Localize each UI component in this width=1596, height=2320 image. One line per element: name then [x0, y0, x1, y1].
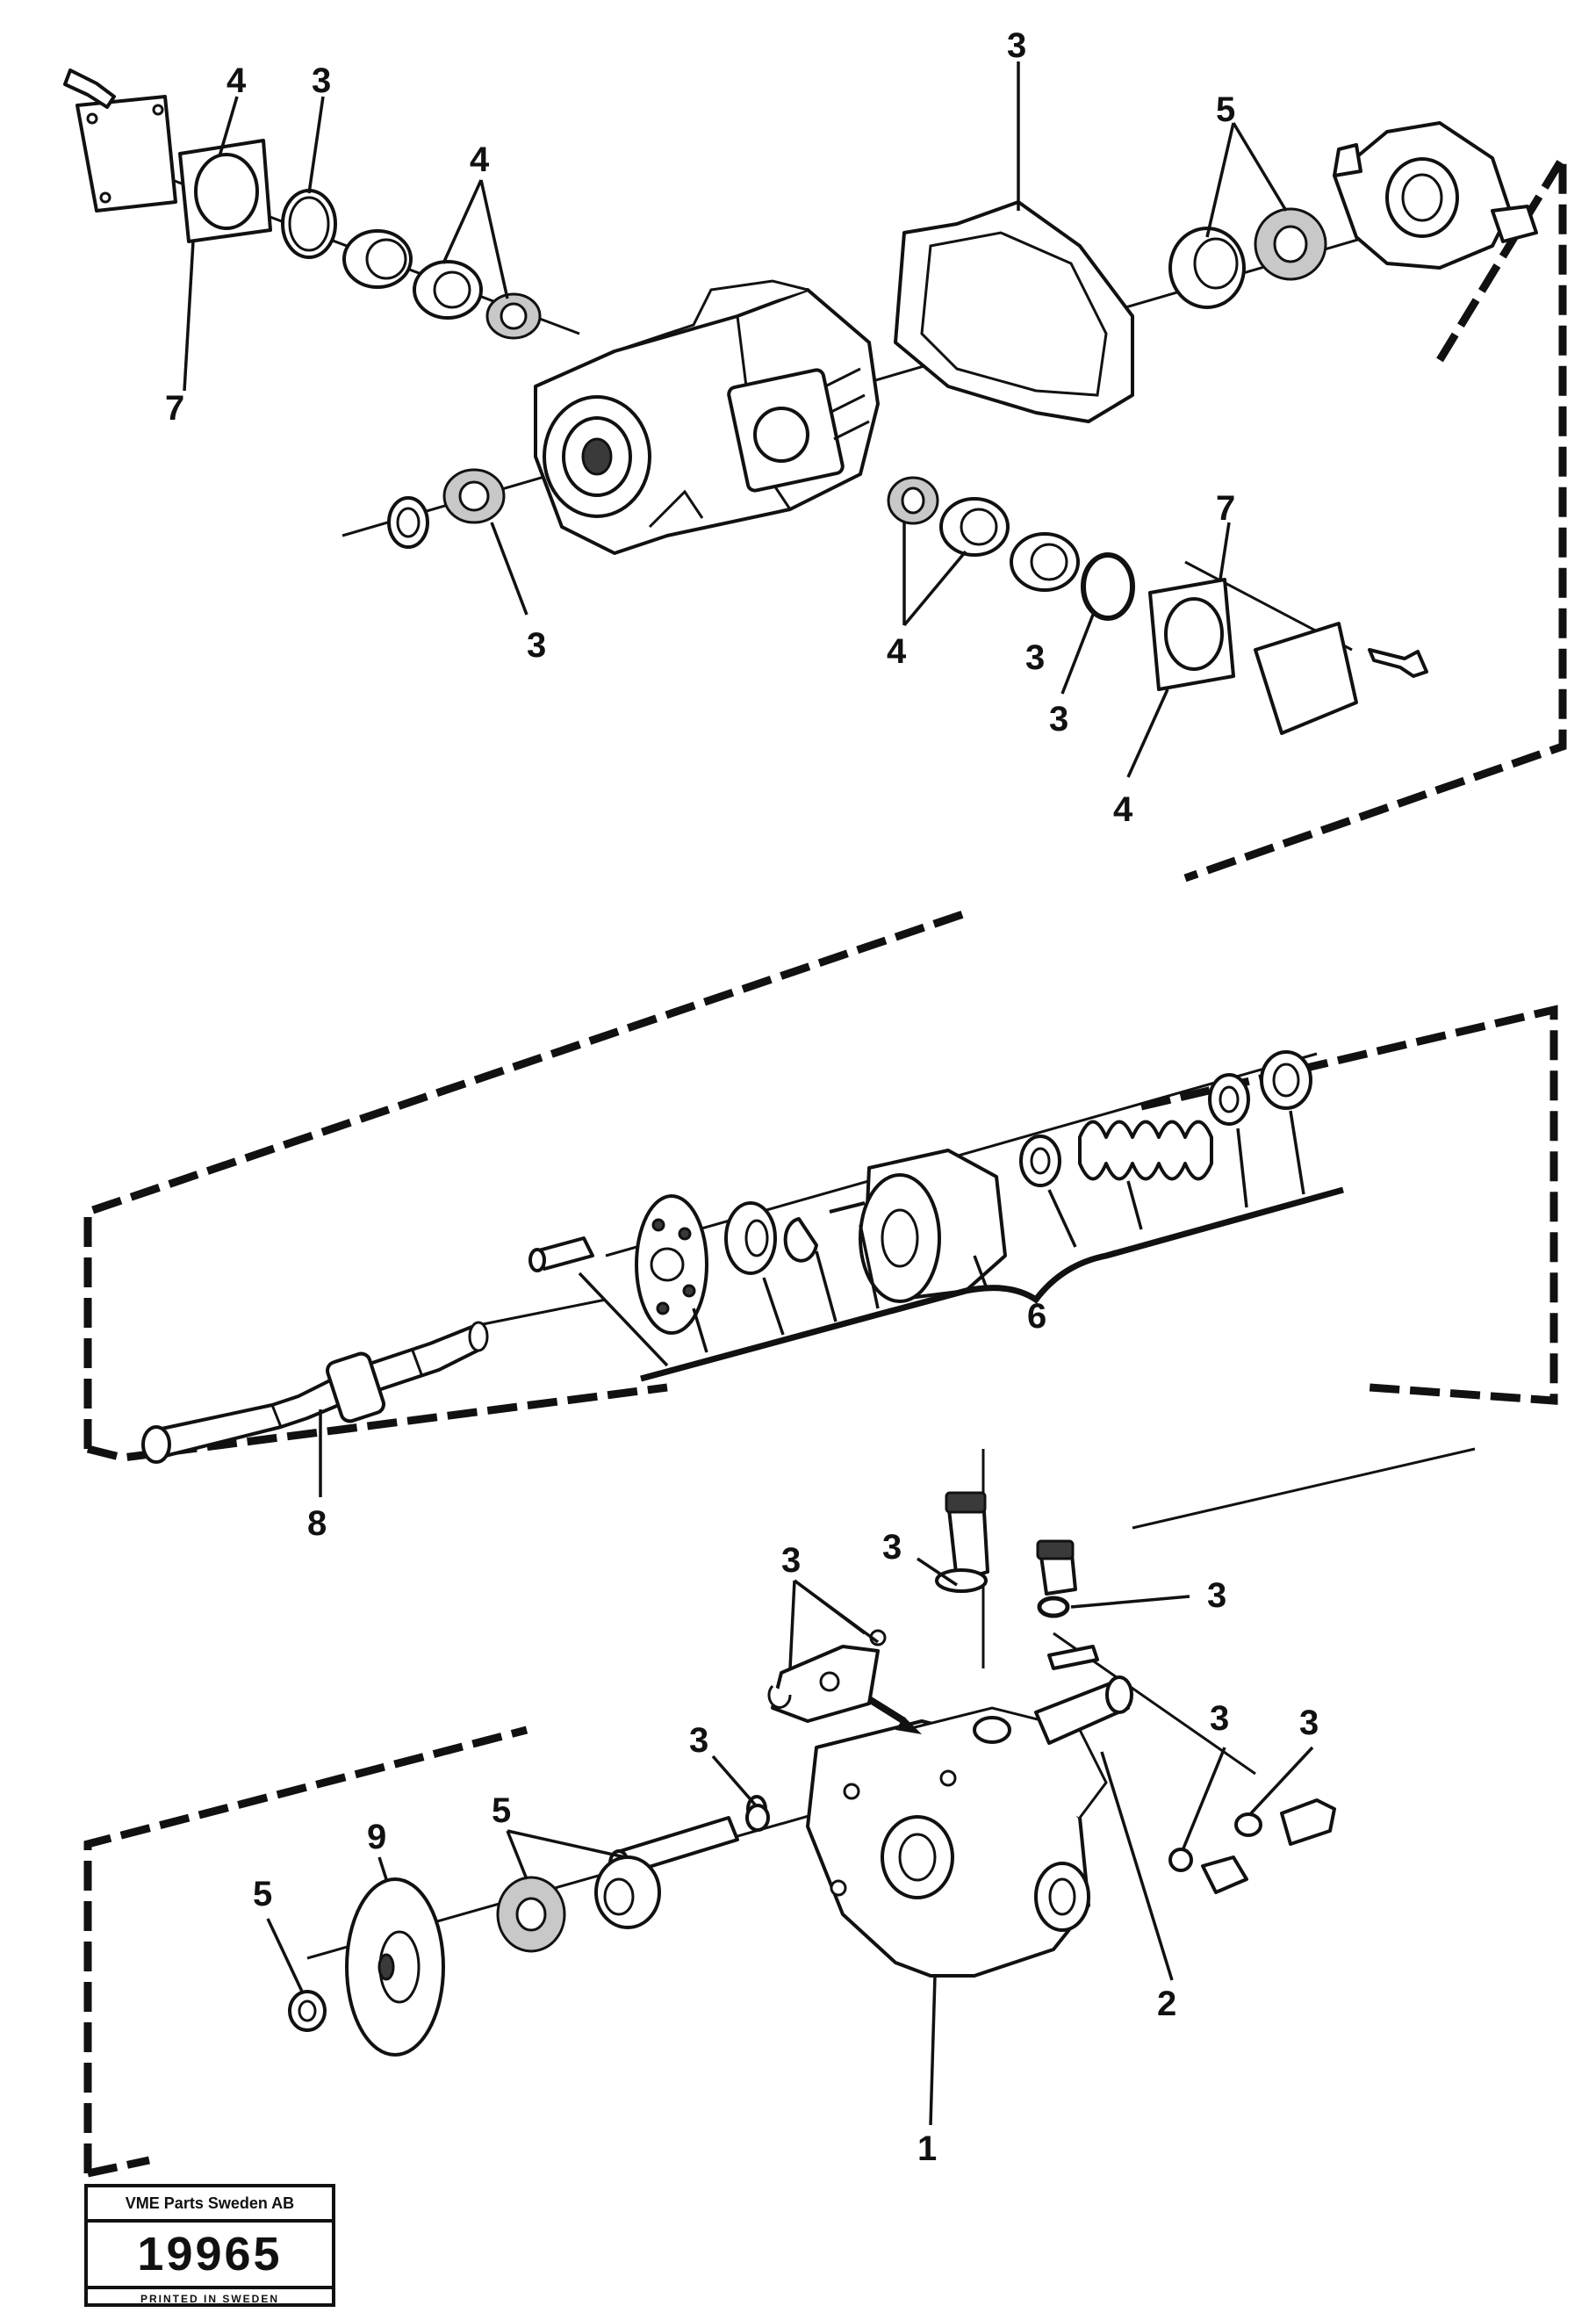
o-ring-left — [281, 189, 337, 259]
bearing-ring-bottom — [594, 1855, 661, 1929]
callout-label: 3 — [1299, 1704, 1319, 1742]
bearing-ring-left-1 — [342, 229, 413, 289]
callout-label: 3 — [1007, 26, 1026, 65]
callout-label: 4 — [1113, 790, 1133, 829]
end-cover-plate-left — [75, 95, 177, 213]
group-frame-top — [1183, 143, 1567, 883]
rotor-group-brace — [578, 1110, 1344, 1382]
plug-screws-top — [935, 1491, 1099, 1670]
callout-label: 8 — [307, 1504, 327, 1543]
rotor-group — [528, 1050, 1318, 1335]
callout-labels: 3 4 3 4 7 3 5 3 7 4 3 4 6 8 3 3 3 3 3 3 … — [165, 26, 1319, 2168]
bearing-ring-lower-right-2 — [1010, 532, 1080, 592]
relief-valve-body — [1034, 1675, 1133, 1745]
stamp-printed-note: PRINTED IN SWEDEN — [88, 2286, 332, 2309]
callout-label: 4 — [887, 632, 907, 671]
callout-label: 4 — [470, 140, 490, 179]
bearing-housing-top-right — [1333, 121, 1538, 270]
roller-bearing-lower-right — [887, 476, 939, 525]
callout-label: 3 — [689, 1721, 708, 1760]
roller-bearing-lower-left — [442, 468, 506, 524]
callout-label: 1 — [917, 2129, 937, 2168]
callout-label: 5 — [492, 1791, 511, 1830]
drive-shaft — [141, 1298, 607, 1497]
callout-label: 3 — [781, 1541, 801, 1580]
publisher-stamp: VME Parts Sweden AB 19965 PRINTED IN SWE… — [84, 2184, 335, 2307]
bolt-icon — [1368, 648, 1428, 678]
callout-label: 6 — [1027, 1297, 1046, 1336]
group-frame-middle — [83, 909, 1558, 1462]
callout-label: 4 — [226, 61, 247, 100]
gasket-flange-right — [1148, 578, 1235, 691]
callout-label: 3 — [527, 626, 546, 665]
group-frame-bottom — [83, 1726, 528, 2178]
stamp-drawing-number: 19965 — [137, 2228, 283, 2280]
callout-label: 3 — [1210, 1699, 1229, 1738]
callout-label: 3 — [1207, 1576, 1226, 1615]
frame-connector-right — [1132, 1447, 1476, 1530]
pump-housing-top — [113, 156, 1458, 652]
top-callout-leaders — [183, 61, 1288, 778]
gasket-flange-left — [178, 139, 272, 243]
o-ring-lower-right — [1081, 552, 1135, 621]
seal-ring-lower-left — [387, 496, 429, 549]
callout-label: 7 — [165, 389, 184, 428]
callout-label: 3 — [1049, 700, 1068, 739]
roller-bearing-bottom — [496, 1876, 566, 1953]
bearing-ring-top-right-1 — [1168, 227, 1246, 309]
thrust-washer-9 — [345, 1877, 445, 2057]
end-cover-plate-right — [1254, 622, 1358, 735]
seal-small-5 — [288, 1990, 327, 2032]
callout-label: 5 — [253, 1875, 272, 1913]
bolt-icon — [63, 68, 116, 109]
bottom-callout-leaders — [266, 1557, 1314, 2126]
stamp-company: VME Parts Sweden AB — [88, 2187, 332, 2223]
callout-label: 2 — [1157, 1985, 1176, 2023]
bearing-ring-lower-right-1 — [939, 497, 1010, 557]
valve-plate-gasket — [767, 1629, 922, 1734]
housing-gasket — [894, 200, 1134, 423]
bearing-ring-left-2 — [413, 260, 483, 320]
pump-end-cover-bottom — [306, 1449, 1256, 1978]
callout-label: 9 — [367, 1818, 386, 1856]
callout-label: 3 — [882, 1528, 902, 1567]
callout-label: 5 — [1216, 90, 1235, 129]
callout-label: 3 — [1025, 638, 1045, 677]
callout-label: 3 — [312, 61, 331, 100]
roller-bearing-left — [485, 292, 542, 340]
plugs-right-bottom — [745, 1798, 1336, 1894]
roller-bearing-top-right — [1254, 207, 1327, 281]
callout-label: 7 — [1216, 489, 1235, 528]
